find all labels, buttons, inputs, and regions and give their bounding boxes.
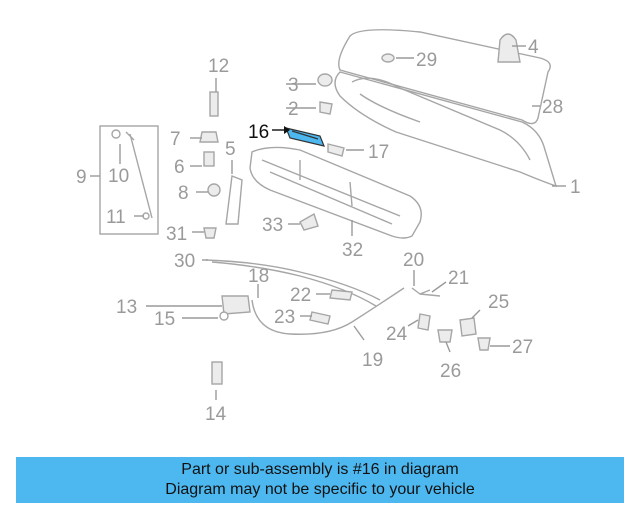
callout-26: 26 (440, 361, 461, 382)
release-cable (205, 259, 405, 335)
callout-33: 33 (262, 215, 283, 236)
banner-line-1: Part or sub-assembly is #16 in diagram (181, 461, 459, 478)
callout-21: 21 (448, 268, 469, 289)
hardware-parts (199, 33, 521, 239)
callout-22: 22 (290, 285, 311, 306)
banner-line-2: Diagram may not be specific to your vehi… (165, 481, 475, 498)
callout-10: 10 (108, 166, 129, 187)
callout-27: 27 (512, 337, 533, 358)
hood-inner-panel (249, 146, 422, 239)
hood-panel (334, 29, 558, 188)
parts-diagram: 1 2 3 4 5 6 7 8 9 10 11 12 13 14 15 16 1… (76, 29, 581, 425)
callout-14: 14 (205, 404, 227, 425)
callout-12: 12 (208, 56, 229, 77)
callout-4: 4 (528, 37, 539, 58)
callout-5: 5 (225, 139, 236, 160)
callout-8: 8 (178, 183, 189, 204)
callout-31: 31 (166, 224, 187, 245)
callout-15: 15 (154, 309, 175, 330)
callout-20: 20 (403, 250, 424, 271)
callout-labels: 1 2 3 4 5 6 7 8 9 10 11 12 13 14 15 16 1… (76, 37, 581, 425)
callout-25: 25 (488, 292, 509, 313)
leader-lines (90, 45, 566, 400)
callout-1: 1 (570, 177, 581, 198)
callout-28: 28 (542, 97, 563, 118)
callout-7: 7 (170, 129, 181, 150)
callout-17: 17 (368, 142, 389, 163)
callout-32: 32 (342, 240, 363, 261)
latch-parts (211, 287, 491, 385)
lift-support-group (99, 125, 159, 235)
callout-23: 23 (274, 307, 295, 328)
part-16-highlighted (272, 126, 325, 147)
callout-13: 13 (116, 297, 137, 318)
callout-3: 3 (288, 75, 299, 96)
callout-30: 30 (174, 251, 195, 272)
callout-16: 16 (248, 122, 269, 143)
callout-9: 9 (76, 167, 87, 188)
callout-24: 24 (386, 324, 408, 345)
callout-2: 2 (288, 99, 299, 120)
callout-18: 18 (248, 266, 269, 287)
callout-19: 19 (362, 350, 383, 371)
callout-11: 11 (106, 207, 126, 228)
callout-29: 29 (416, 50, 437, 71)
callout-6: 6 (174, 157, 185, 178)
info-banner: Part or sub-assembly is #16 in diagram D… (16, 457, 624, 503)
